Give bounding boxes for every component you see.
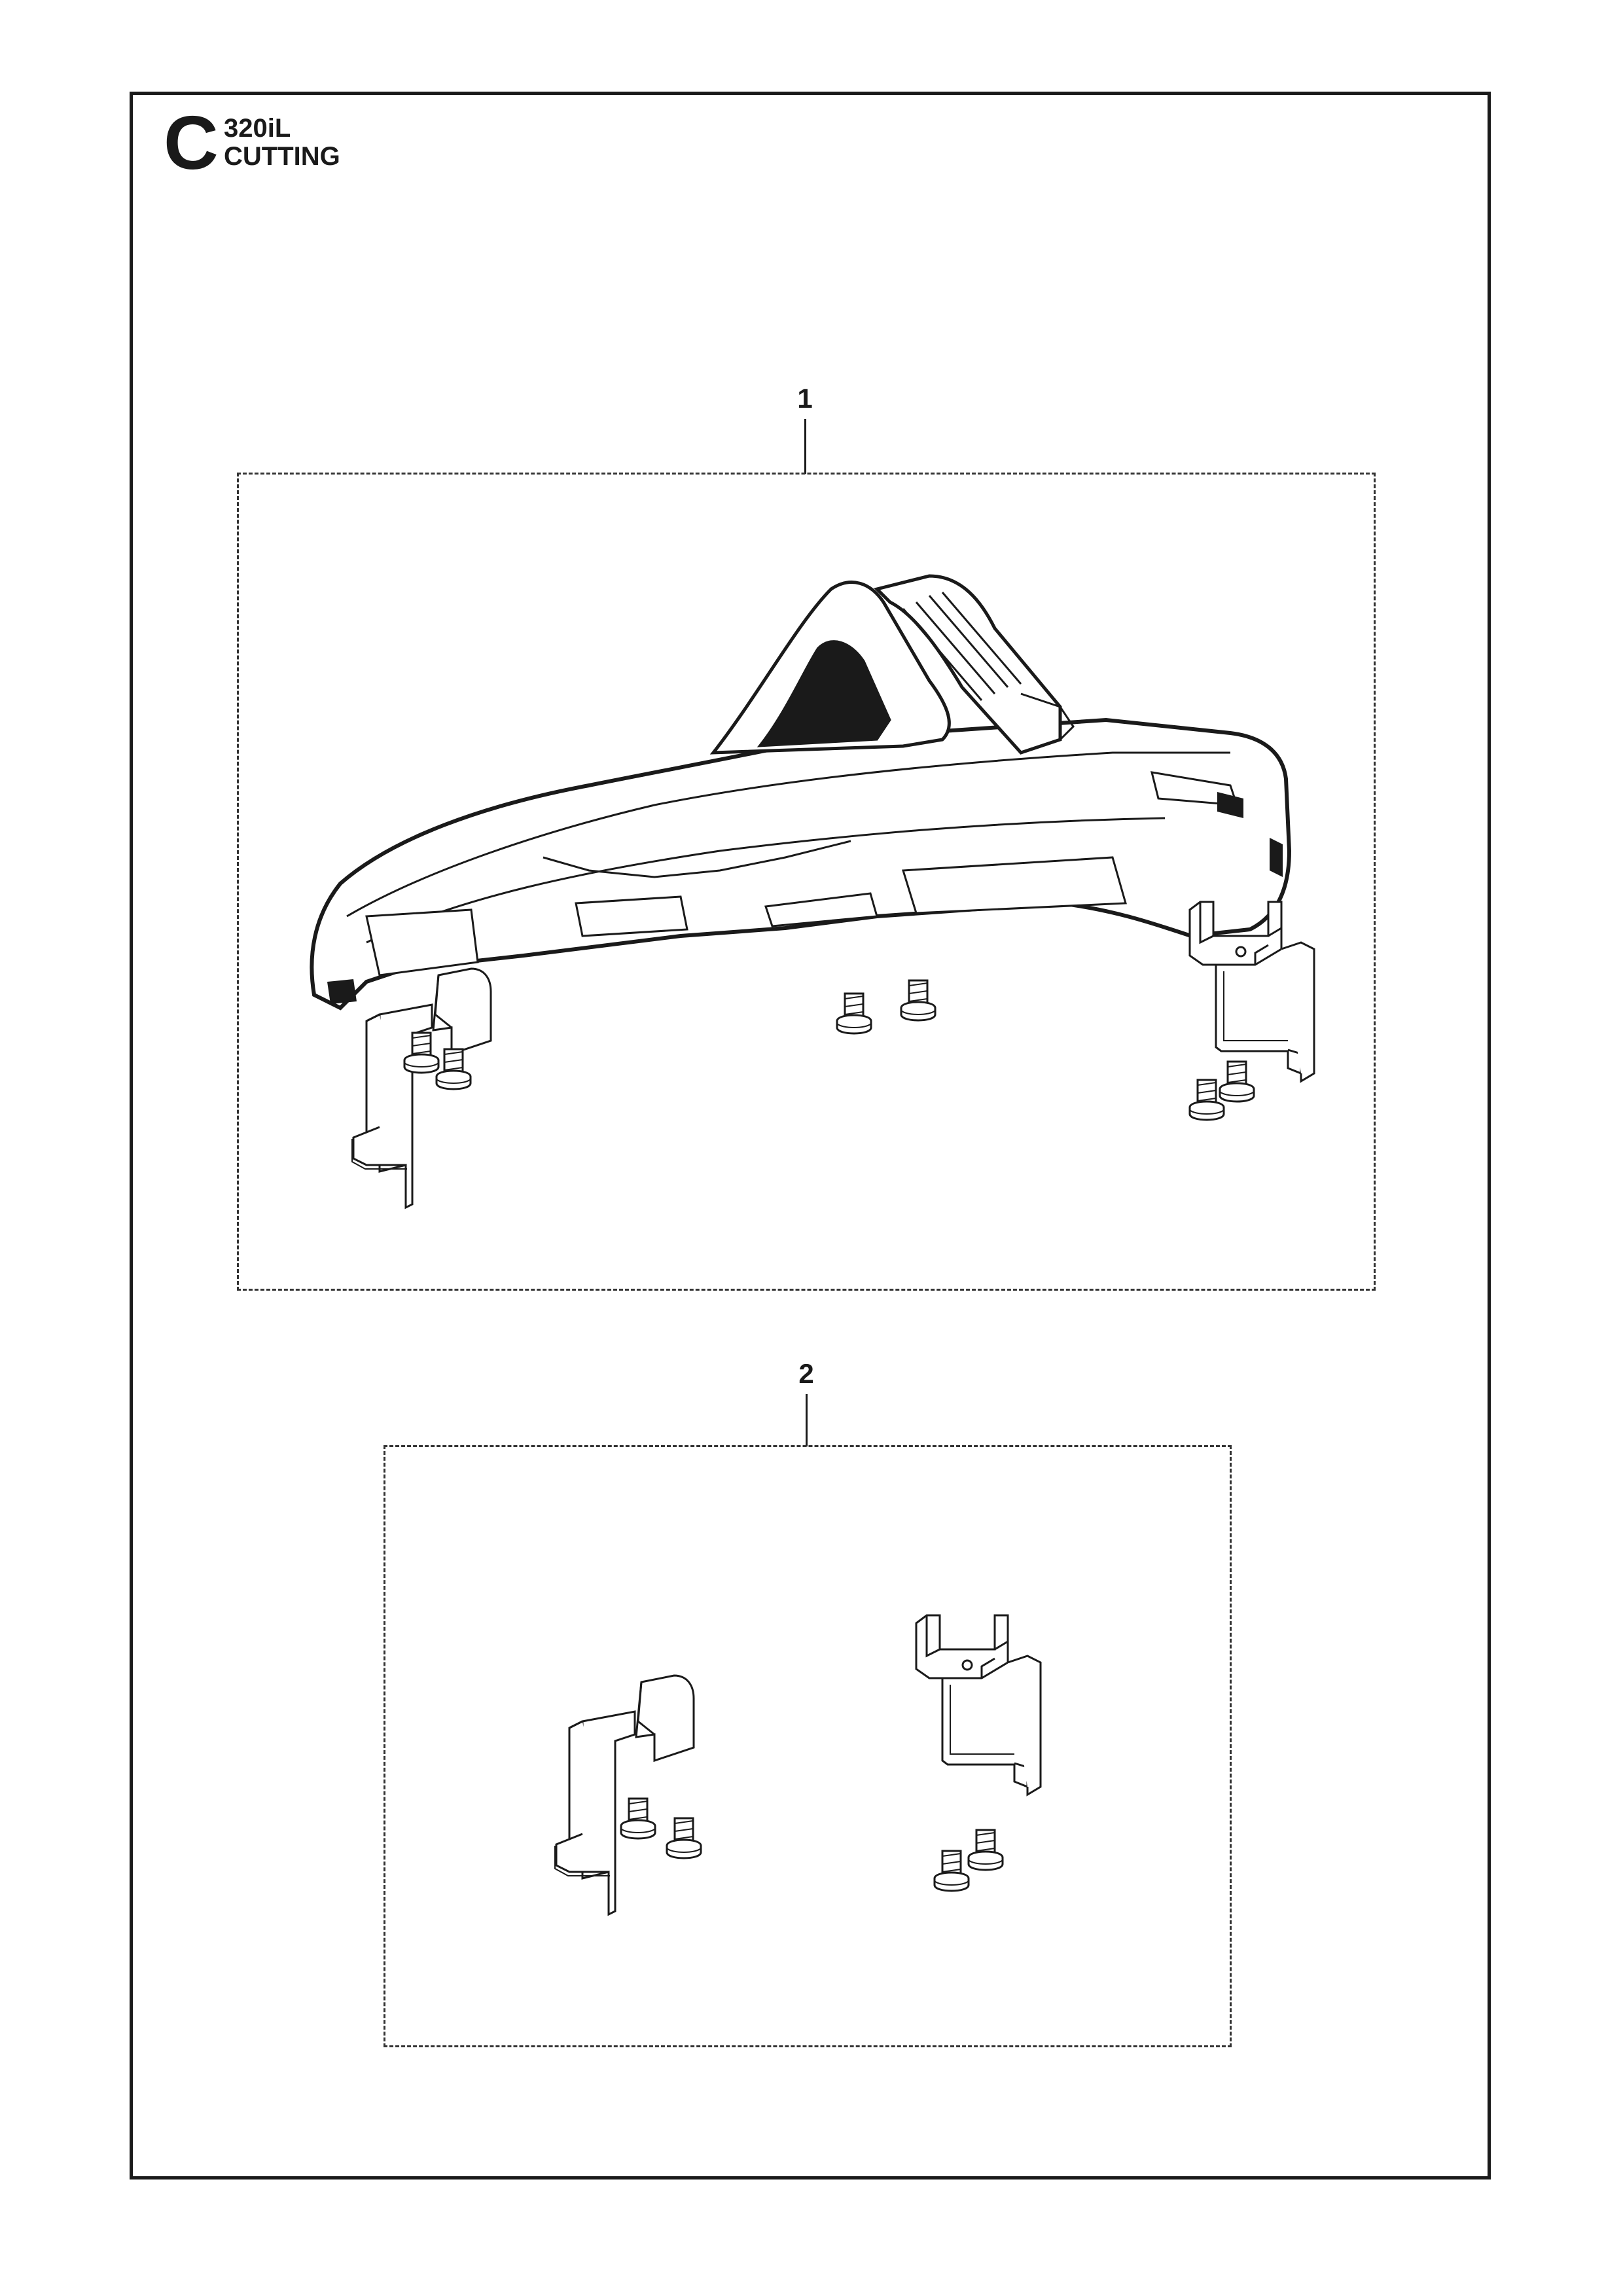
- screw-icon: [403, 979, 1255, 1121]
- guard-assembly-icon: [312, 576, 1289, 1008]
- section-letter: C: [164, 100, 219, 185]
- page-frame: [130, 92, 1491, 2179]
- bracket-kit-icon: [554, 1614, 1042, 1916]
- category-name: CUTTING: [224, 142, 340, 171]
- callout-1-leader: [804, 419, 806, 474]
- model-name: 320iL: [224, 114, 291, 143]
- part-1-box: [237, 473, 1376, 1291]
- callout-2-leader: [806, 1394, 808, 1446]
- callout-2: 2: [798, 1358, 814, 1389]
- part-2-box: [383, 1445, 1232, 2047]
- callout-1: 1: [797, 383, 813, 414]
